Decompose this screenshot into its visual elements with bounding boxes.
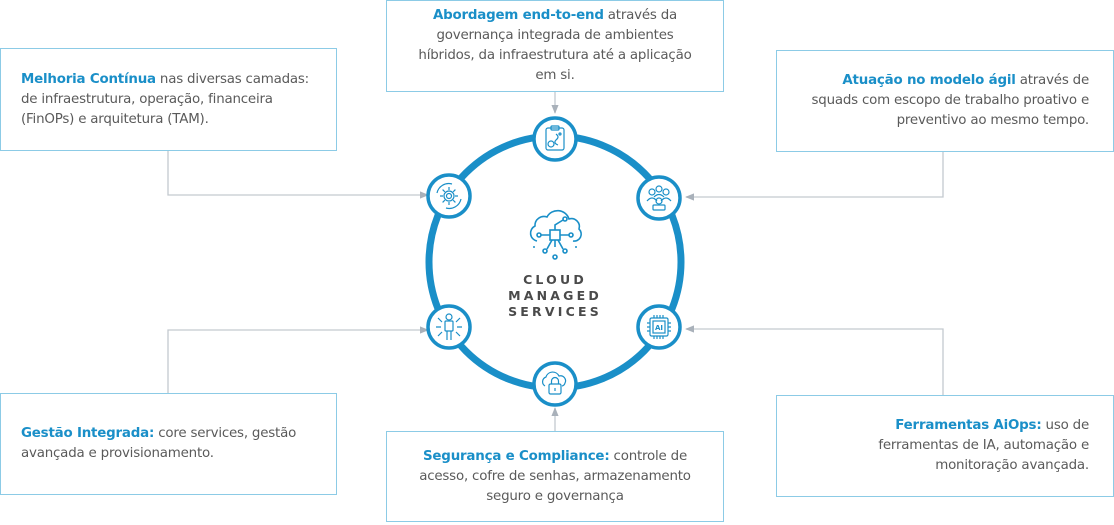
- clipboard-strategy-icon: [545, 125, 565, 151]
- node-bottom: [532, 361, 578, 407]
- box-agile-model-highlight: Atuação no modelo ágil: [842, 73, 1016, 88]
- box-end-to-end: Abordagem end-to-end através da governan…: [386, 0, 724, 92]
- box-aiops-tools-text: uso de ferramentas de IA, automação e mo…: [878, 418, 1089, 473]
- ai-chip-icon: AI: [647, 315, 671, 339]
- center-title-line-3: SERVICES: [508, 304, 602, 319]
- connector-bottom-left: [167, 326, 429, 393]
- connectors: [167, 92, 944, 431]
- box-continuous-improvement-highlight: Melhoria Contínua: [21, 71, 156, 87]
- cloud-circuit-icon: [529, 209, 583, 260]
- box-continuous-improvement: Melhoria Contínua nas diversas camadas: …: [0, 48, 337, 151]
- center-title: CLOUD MANAGED SERVICES: [470, 272, 640, 320]
- center-title-line-2: MANAGED: [508, 288, 602, 303]
- box-security-compliance-text: controle de acesso, cofre de senhas, arm…: [419, 448, 691, 504]
- box-integrated-management-text: core services, gestão avançada e provisi…: [21, 426, 297, 461]
- node-top: [532, 116, 578, 162]
- box-security-compliance-highlight: Segurança e Compliance:: [422, 448, 610, 464]
- cloud-lock-icon: [542, 371, 567, 395]
- center-title-line-1: CLOUD: [523, 272, 587, 287]
- team-squad-icon: [646, 185, 672, 211]
- connector-top-left: [167, 151, 429, 199]
- box-security-compliance: Segurança e Compliance: controle de aces…: [386, 431, 724, 522]
- box-integrated-management-highlight: Gestão Integrada:: [21, 426, 155, 441]
- box-agile-model: Atuação no modelo ágil através de squads…: [776, 50, 1114, 152]
- node-bottom-right: AI: [636, 304, 682, 350]
- node-top-left: [426, 173, 472, 219]
- box-continuous-improvement-text: nas diversas camadas: de infraestrutura,…: [21, 71, 309, 127]
- box-end-to-end-text: através da governança integrada de ambie…: [418, 8, 692, 83]
- person-focus-icon: [436, 313, 462, 340]
- box-end-to-end-highlight: Abordagem end-to-end: [432, 8, 604, 23]
- svg-text:AI: AI: [655, 324, 663, 332]
- connector-top-right: [685, 152, 944, 201]
- box-aiops-tools: Ferramentas AiOps: uso de ferramentas de…: [776, 395, 1114, 497]
- connector-bottom-right: [685, 325, 944, 395]
- node-top-right: [636, 175, 682, 221]
- box-aiops-tools-highlight: Ferramentas AiOps:: [895, 418, 1042, 433]
- box-integrated-management: Gestão Integrada: core services, gestão …: [0, 393, 337, 495]
- ring: [425, 132, 685, 392]
- node-bottom-left: [426, 304, 472, 350]
- box-agile-model-text: através de squads com escopo de trabalho…: [811, 73, 1090, 128]
- gear-cycle-icon: [436, 182, 462, 210]
